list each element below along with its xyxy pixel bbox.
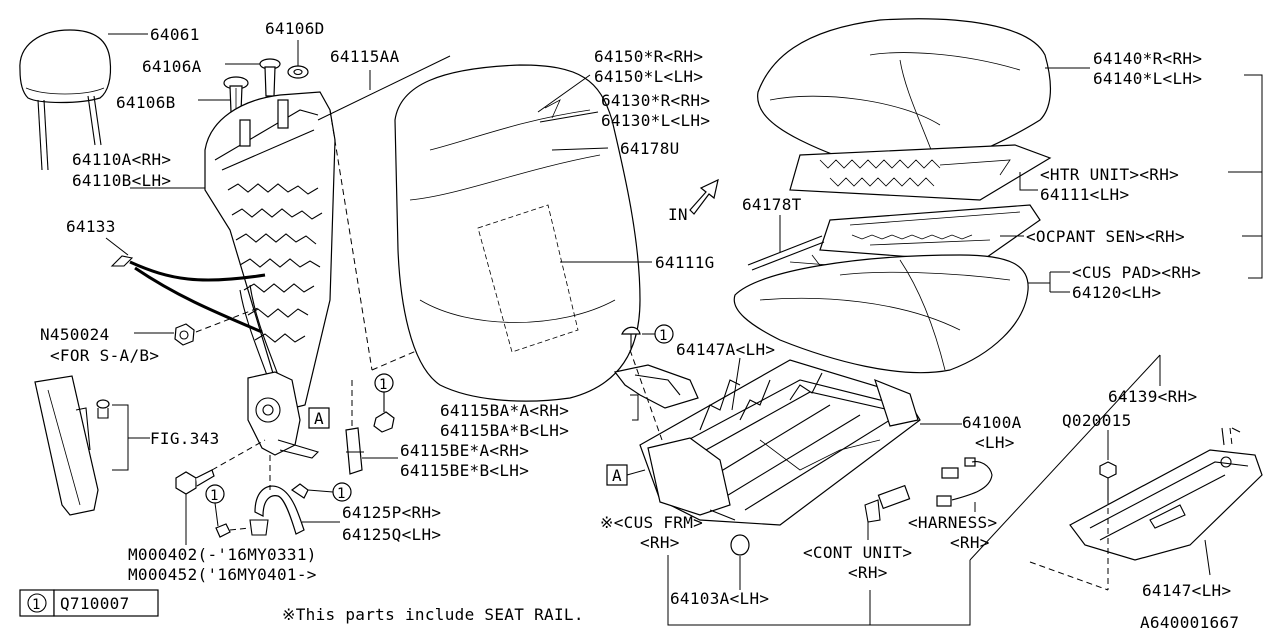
label-64140r: 64140*R<RH> bbox=[1093, 49, 1202, 68]
pin-64106d bbox=[287, 65, 309, 79]
label-64150l: 64150*L<LH> bbox=[594, 67, 703, 86]
label-64100a: 64100A bbox=[962, 413, 1022, 432]
label-64130r: 64130*R<RH> bbox=[601, 91, 710, 110]
in-arrow-label: IN bbox=[668, 205, 688, 224]
ref-a-label: A bbox=[612, 466, 622, 485]
label-64115ba-b: 64115BA*B<LH> bbox=[440, 421, 569, 440]
screw-part bbox=[621, 326, 641, 350]
label-n450024: N450024 bbox=[40, 325, 110, 344]
label-q020015: Q020015 bbox=[1062, 411, 1132, 430]
label-64061: 64061 bbox=[150, 25, 200, 44]
label-64106d: 64106D bbox=[265, 19, 325, 38]
label-64115aa: 64115AA bbox=[330, 47, 400, 66]
cushion-cover bbox=[757, 18, 1051, 172]
callout-legend-part-box bbox=[53, 589, 159, 617]
label-64139: 64139<RH> bbox=[1108, 387, 1197, 406]
label-cus-frm-rh: <RH> bbox=[640, 533, 680, 552]
cap-64103a bbox=[730, 534, 750, 556]
label-harness: <HARNESS> bbox=[908, 513, 997, 532]
callout-circle: 1 bbox=[332, 482, 352, 502]
callout-legend-number: 1 bbox=[32, 597, 41, 613]
label-64178u: 64178U bbox=[620, 139, 680, 158]
label-q710007: Q710007 bbox=[60, 594, 130, 613]
label-harness-rh: <RH> bbox=[950, 533, 990, 552]
svg-text:1: 1 bbox=[210, 488, 219, 504]
callout-circle: 1 bbox=[205, 484, 225, 504]
bolt-q020015 bbox=[1099, 461, 1117, 500]
label-cus-pad: <CUS PAD><RH> bbox=[1072, 263, 1201, 282]
label-64120: 64120<LH> bbox=[1072, 283, 1161, 302]
seat-frame bbox=[639, 359, 921, 526]
seat-rail-64147 bbox=[1069, 427, 1263, 561]
label-64111-lh: 64111<LH> bbox=[1040, 185, 1129, 204]
label-64178t: 64178T bbox=[742, 195, 802, 214]
label-64115be-a: 64115BE*A<RH> bbox=[400, 441, 529, 460]
svg-text:1: 1 bbox=[659, 328, 668, 344]
label-64140l: 64140*L<LH> bbox=[1093, 69, 1202, 88]
label-fig343: FIG.343 bbox=[150, 429, 220, 448]
svg-text:1: 1 bbox=[379, 377, 388, 393]
heater-unit-mat bbox=[789, 144, 1052, 201]
bolt-m000402 bbox=[175, 469, 215, 495]
footnote-seat-rail: ※This parts include SEAT RAIL. bbox=[282, 605, 584, 624]
cushion-pad bbox=[733, 254, 1029, 374]
label-htr-unit: <HTR UNIT><RH> bbox=[1040, 165, 1179, 184]
label-64125q: 64125Q<LH> bbox=[342, 525, 441, 544]
label-64130l: 64130*L<LH> bbox=[601, 111, 710, 130]
harness-part bbox=[936, 457, 993, 507]
label-cont-unit-rh: <RH> bbox=[848, 563, 888, 582]
rail-bracket-64147a bbox=[613, 364, 699, 409]
label-64150r: 64150*R<RH> bbox=[594, 47, 703, 66]
seatback-frame bbox=[204, 91, 336, 459]
callout-circle: 1 bbox=[654, 324, 674, 344]
screw-part bbox=[373, 392, 395, 433]
bracket-64115be bbox=[345, 427, 364, 475]
headrest-part bbox=[19, 29, 112, 171]
label-m000402: M000402(-'16MY0331) bbox=[128, 545, 317, 564]
pin-64106a bbox=[259, 58, 281, 97]
label-64147a: 64147A<LH> bbox=[676, 340, 775, 359]
label-ocpant-sen: <OCPANT SEN><RH> bbox=[1026, 227, 1185, 246]
label-64115ba-a: 64115BA*A<RH> bbox=[440, 401, 569, 420]
label-64111g: 64111G bbox=[655, 253, 715, 272]
label-cus-frm: ※<CUS FRM> bbox=[600, 513, 703, 532]
label-64106b: 64106B bbox=[116, 93, 176, 112]
ref-a-label: A bbox=[314, 409, 324, 428]
bracket-64125 bbox=[215, 483, 309, 538]
label-64110b: 64110B<LH> bbox=[72, 171, 171, 190]
label-64100a-lh: <LH> bbox=[975, 433, 1015, 452]
label-64110a: 64110A<RH> bbox=[72, 150, 171, 169]
label-64103a: 64103A<LH> bbox=[670, 589, 769, 608]
label-64133: 64133 bbox=[66, 217, 116, 236]
svg-text:1: 1 bbox=[337, 486, 346, 502]
nut-n450024 bbox=[174, 323, 195, 346]
label-m000452: M000452('16MY0401-> bbox=[128, 565, 317, 584]
label-64115be-b: 64115BE*B<LH> bbox=[400, 461, 529, 480]
side-trim-part bbox=[34, 375, 110, 516]
label-64147-lh: 64147<LH> bbox=[1142, 581, 1231, 600]
ref-a-box bbox=[308, 407, 330, 429]
label-cont-unit: <CONT UNIT> bbox=[803, 543, 912, 562]
occupant-sensor-mat bbox=[819, 204, 1041, 263]
document-id: A640001667 bbox=[1140, 613, 1239, 632]
callout-legend-circle bbox=[27, 593, 47, 613]
label-for-sab: <FOR S-A/B> bbox=[50, 346, 159, 365]
wire-64133 bbox=[110, 255, 266, 334]
in-direction-arrow: IN bbox=[668, 178, 719, 224]
label-64125p: 64125P<RH> bbox=[342, 503, 441, 522]
label-64106a: 64106A bbox=[142, 57, 202, 76]
